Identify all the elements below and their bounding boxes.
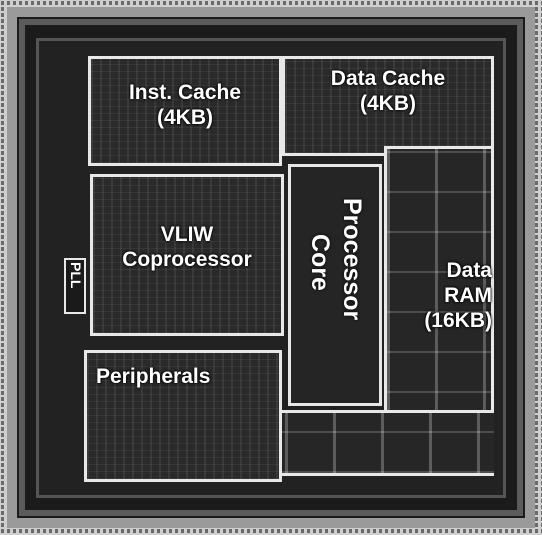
core-label: Core xyxy=(306,234,334,291)
inst-cache-size: (4KB) xyxy=(88,105,282,130)
inst-cache-label: Inst. Cache (4KB) xyxy=(88,80,282,130)
data-cache-label: Data Cache (4KB) xyxy=(282,66,494,116)
data-ram-size: (16KB) xyxy=(398,308,492,333)
data-ram-label: Data RAM (16KB) xyxy=(398,258,496,333)
data-cache-size: (4KB) xyxy=(282,91,494,116)
pll-label: PLL xyxy=(68,262,84,288)
ram-name: RAM xyxy=(398,283,492,308)
coprocessor-name: Coprocessor xyxy=(90,247,284,272)
peripherals-label: Peripherals xyxy=(96,364,210,389)
data-cache-name: Data Cache xyxy=(282,66,494,91)
vliw-name: VLIW xyxy=(90,222,284,247)
vliw-coprocessor-label: VLIW Coprocessor xyxy=(90,222,284,272)
processor-label: Processor xyxy=(338,198,366,320)
inst-cache-name: Inst. Cache xyxy=(88,80,282,105)
processor-core-block xyxy=(288,164,382,406)
data-ram-name: Data xyxy=(398,258,492,283)
